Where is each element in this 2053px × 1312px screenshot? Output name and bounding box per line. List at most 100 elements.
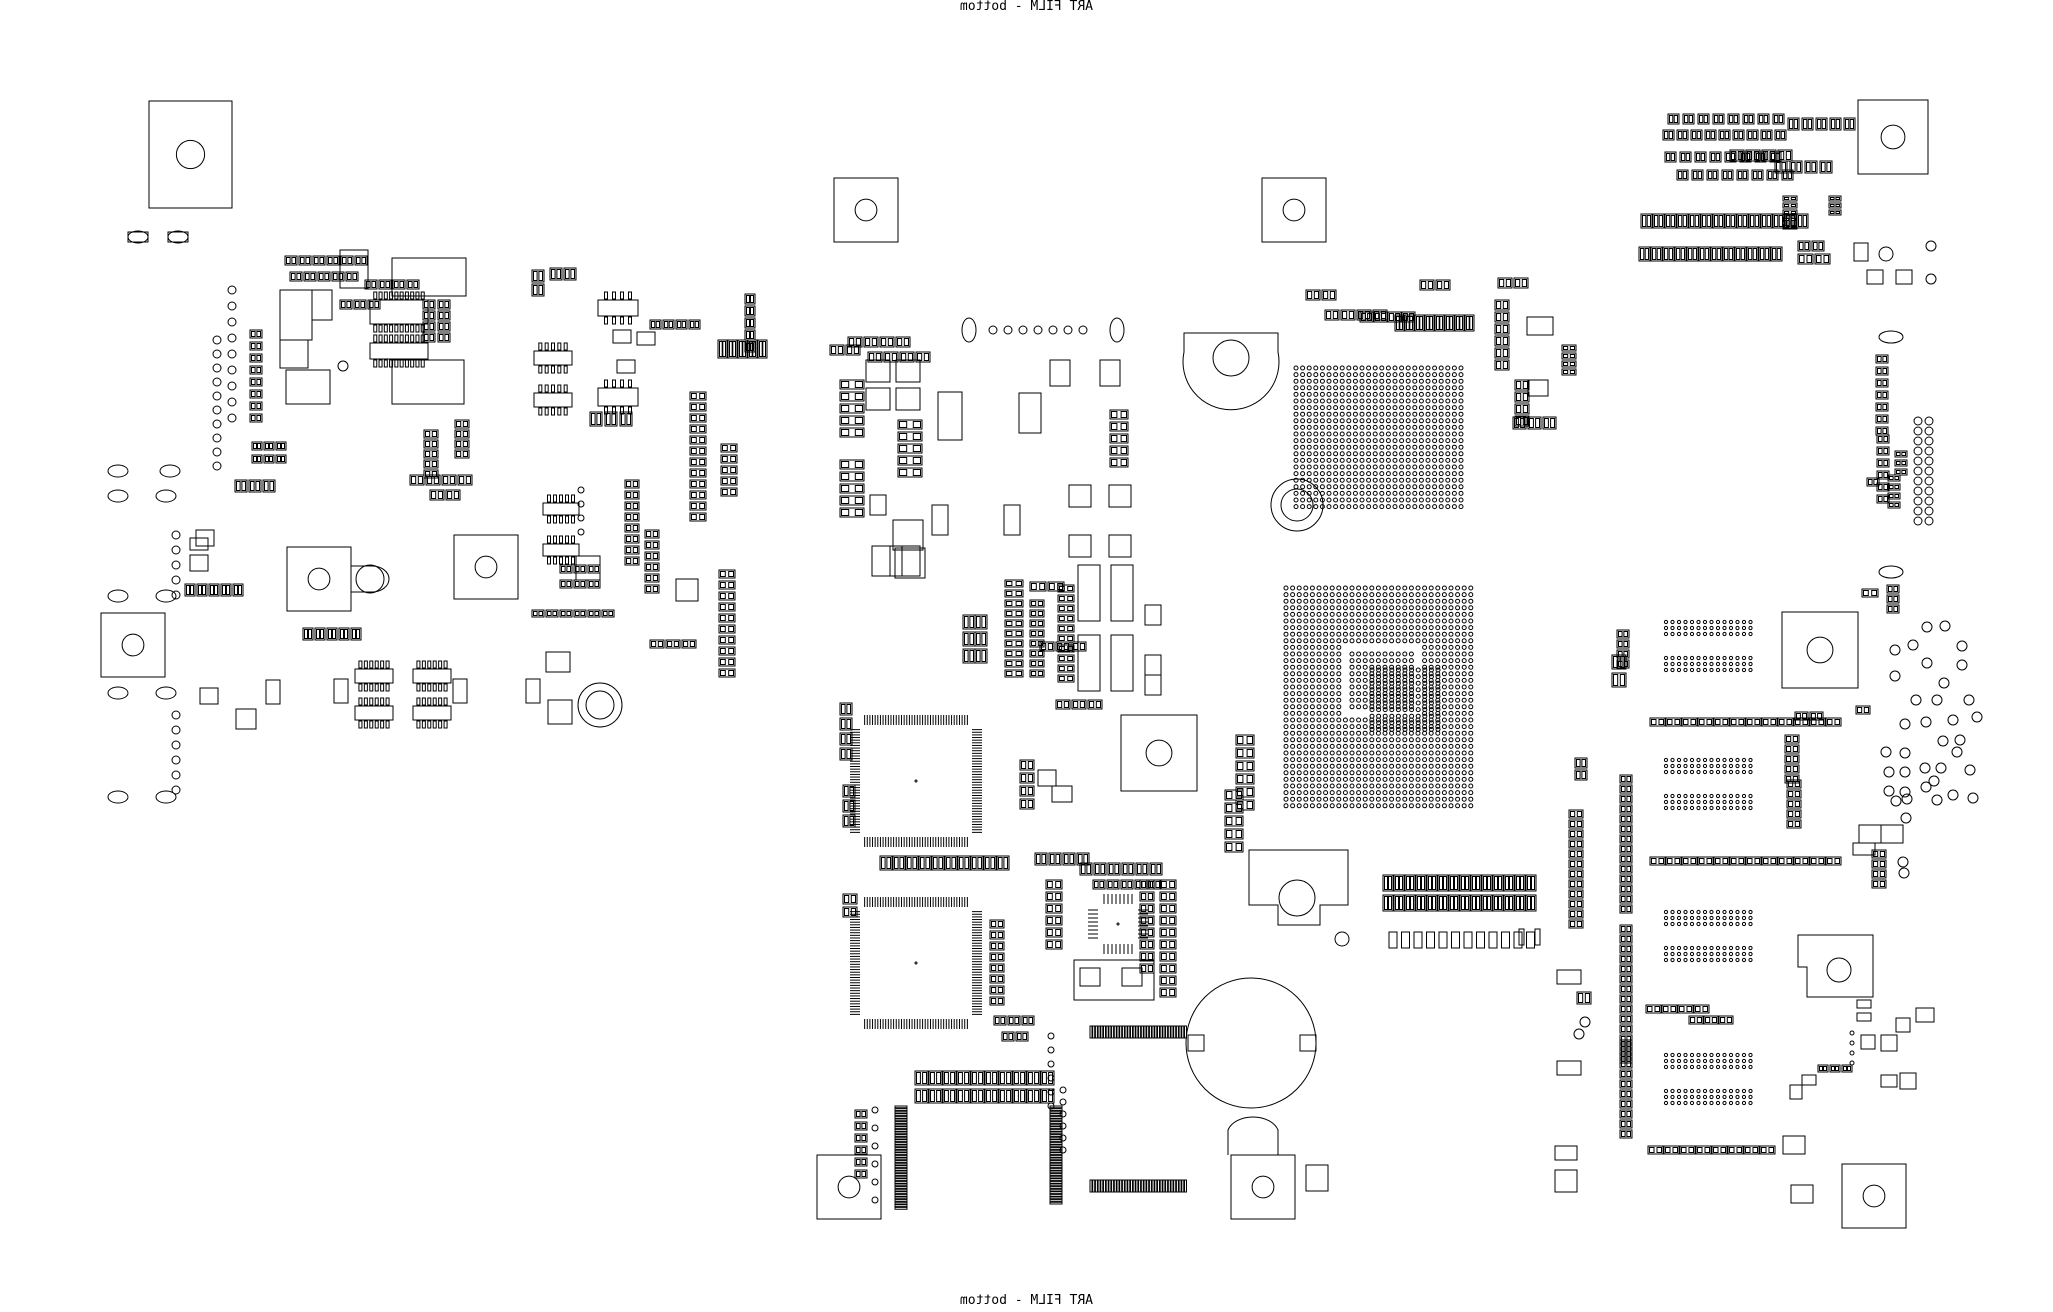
bga-ball [1456,797,1460,801]
strip-pin [1131,1180,1133,1192]
bga-ball [1416,599,1420,603]
passive-pad [1880,882,1884,887]
passive-component [1110,422,1128,431]
bga-ball [1340,445,1344,449]
passive-outline [1504,895,1514,911]
passive-component [1027,1089,1040,1103]
bga-ball [1301,439,1305,443]
bga-ball [1380,465,1384,469]
passive-outline [1569,910,1583,918]
passive-component [1160,976,1176,985]
ic-pin [439,684,442,691]
bga-ball [1310,645,1314,649]
passive-component [1495,324,1509,334]
bga-ball [1459,366,1463,370]
passive-component [1569,910,1583,918]
passive-pad [347,302,351,308]
bga-ball [1350,665,1354,669]
passive-component [915,1089,928,1103]
memory-ball [1671,662,1674,665]
pad-circle [228,286,236,294]
memory-ball [1677,764,1680,767]
passive-pad [562,567,566,572]
bga-ball [1393,458,1397,462]
passive-pad [1684,859,1689,864]
bga-ball [1449,652,1453,656]
passive-pad [627,414,631,425]
passive-pad [457,442,461,447]
passive-component [1046,880,1062,889]
bga-ball [1456,791,1460,795]
passive-pad [1497,338,1501,345]
pad-circle [1890,671,1900,681]
passive-outline [840,460,864,469]
passive-outline [1160,964,1176,973]
passive-pad [870,354,874,361]
bga-ball [1330,672,1334,676]
passive-pad [1622,887,1626,892]
passive-pad [1746,1148,1751,1153]
component-outline [1790,1085,1802,1099]
bga-ball [1337,586,1341,590]
passive-component [1826,857,1841,865]
passive-component [1620,965,1632,973]
bga-ball [1383,764,1387,768]
passive-pad [1411,877,1414,890]
passive-pad [329,258,333,264]
passive-pad [982,634,986,645]
bga-ball [1383,694,1387,698]
ic-body [598,300,638,316]
bga-ball [1429,652,1433,656]
bga-ball [1350,791,1354,795]
bga-ball [1376,606,1380,610]
passive-component [393,280,405,289]
ic-pin [548,495,551,502]
passive-pad [607,414,611,425]
passive-component [221,584,231,596]
bga-ball [1442,718,1446,722]
bga-ball [1350,619,1354,623]
strip-pin [1050,1148,1062,1150]
bga-ball [1350,612,1354,616]
bga-ball [1459,392,1463,396]
pad-circle [172,726,180,734]
bga-ball [1347,452,1351,456]
passive-pad [1100,882,1104,888]
bga-ball [1400,412,1404,416]
passive-outline [666,640,680,648]
memory-ball [1703,800,1706,803]
passive-outline [1662,1005,1677,1013]
passive-outline [1160,952,1176,961]
memory-ball [1729,1065,1732,1068]
ic-pin [428,721,431,728]
component-outline [1859,825,1881,843]
passive-component [846,345,860,355]
ic-pin [629,380,632,387]
passive-outline [438,311,450,320]
passive-outline [1778,857,1793,865]
passive-pad [1349,312,1353,319]
strip-pin [895,1111,907,1113]
qfp-package [1088,894,1148,954]
bga-ball [1350,639,1354,643]
passive-pad [1428,282,1432,289]
component-outline [1557,1061,1581,1075]
bga-ball [1340,406,1344,410]
passive-outline [1008,1016,1020,1025]
passive-pad [1874,872,1878,877]
passive-pad [1577,772,1581,779]
passive-pad [900,858,904,869]
bga-ball [1429,675,1433,679]
passive-pad [959,1091,963,1102]
memory-ball [1716,626,1719,629]
ic-pin [433,684,436,691]
strip-pin [1133,1180,1135,1192]
bga-ball [1370,721,1374,725]
bga-ball [1343,593,1347,597]
passive-pad [996,1018,1000,1024]
bga-ball [1442,645,1446,649]
bga-ball [1330,725,1334,729]
bga-ball [1334,439,1338,443]
passive-pad [1787,859,1792,864]
passive-pad [1162,894,1167,900]
